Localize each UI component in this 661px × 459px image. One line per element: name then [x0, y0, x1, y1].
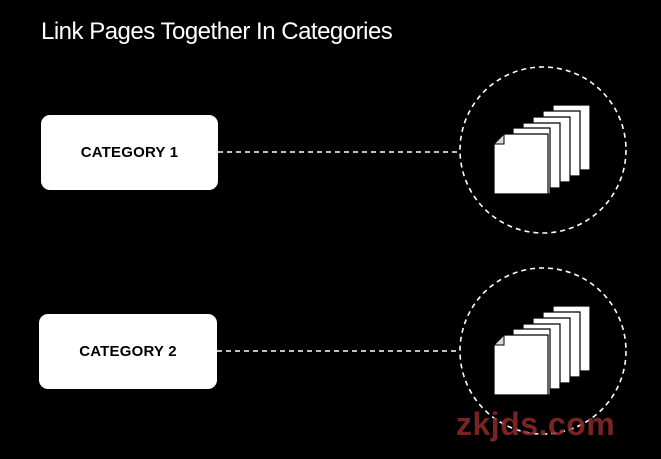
diagram-title: Link Pages Together In Categories — [41, 18, 393, 45]
pages-group-circle-1 — [459, 66, 627, 234]
category-box-1: CATEGORY 1 — [41, 115, 218, 190]
pages-group-circle-2 — [459, 267, 627, 435]
page-stack-icon-1 — [492, 104, 591, 195]
category-label-1: CATEGORY 1 — [80, 144, 179, 161]
category-box-2: CATEGORY 2 — [39, 314, 217, 389]
category-label-2: CATEGORY 2 — [79, 343, 177, 360]
watermark-text: zkjds.com — [456, 406, 616, 442]
page-stack-icon-2 — [492, 305, 591, 396]
